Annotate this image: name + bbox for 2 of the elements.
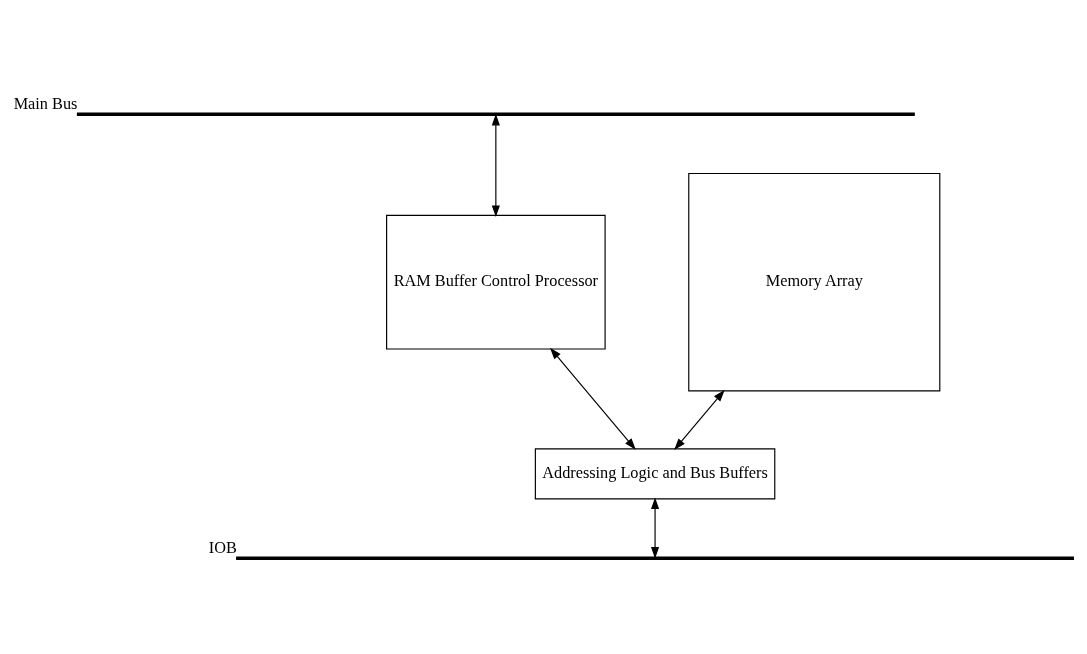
node-label: Main Bus	[13, 94, 78, 113]
node-label: IOB	[208, 538, 237, 557]
